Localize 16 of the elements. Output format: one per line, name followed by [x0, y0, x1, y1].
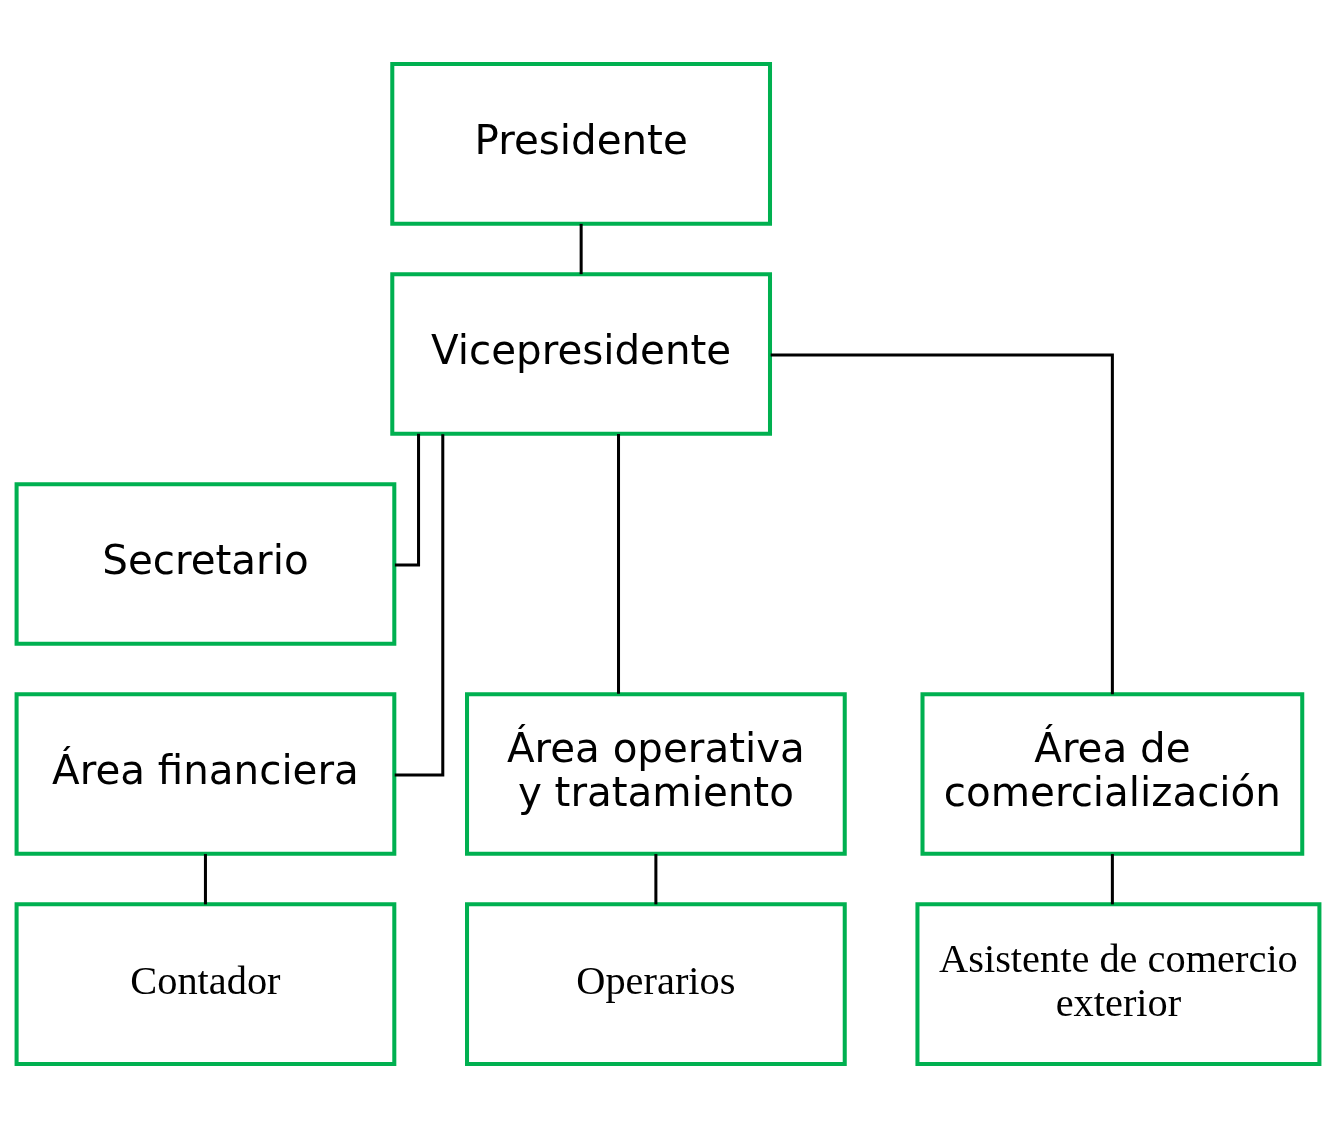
- node-box: Secretario: [14, 481, 397, 646]
- node-box: Área financiera: [14, 691, 397, 856]
- node-box: Asistente de comercio exterior: [915, 901, 1322, 1066]
- node-box: Vicepresidente: [390, 271, 772, 436]
- connector: [770, 352, 1114, 694]
- node-box: Operarios: [465, 901, 847, 1066]
- node-box: Área operativa y tratamiento: [465, 691, 847, 856]
- node-box: Contador: [14, 901, 397, 1066]
- connector: [617, 433, 621, 694]
- connector: [394, 433, 445, 777]
- connector: [579, 223, 583, 274]
- connector: [1110, 853, 1114, 904]
- connector: [654, 853, 658, 904]
- node-box: Presidente: [390, 61, 772, 226]
- node-box: Área de comercialización: [920, 691, 1305, 856]
- connector: [203, 853, 207, 904]
